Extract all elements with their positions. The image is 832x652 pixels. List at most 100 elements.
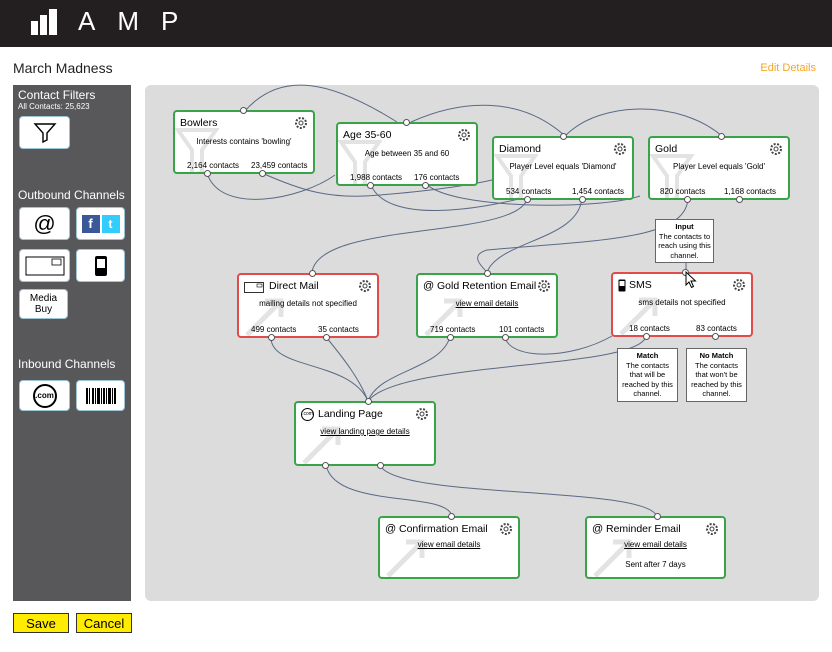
output-port[interactable] bbox=[204, 170, 211, 177]
gear-icon[interactable] bbox=[414, 406, 430, 422]
funnel-watermark-icon bbox=[494, 154, 539, 198]
input-port[interactable] bbox=[654, 513, 661, 520]
tooltip-title: No Match bbox=[699, 351, 734, 360]
at-icon: @ bbox=[423, 280, 435, 292]
node-confirmation-email[interactable]: @ Confirmation Email view email details bbox=[378, 516, 520, 579]
media-buy-button[interactable]: Media Buy bbox=[19, 289, 68, 319]
view-details-link[interactable]: view email details bbox=[417, 540, 481, 549]
arrow-watermark-icon bbox=[245, 298, 284, 336]
output-port[interactable] bbox=[502, 334, 509, 341]
all-contacts-count: All Contacts: 25,623 bbox=[18, 102, 90, 111]
gear-icon[interactable] bbox=[536, 278, 552, 294]
gear-icon[interactable] bbox=[293, 115, 309, 131]
output-port[interactable] bbox=[712, 333, 719, 340]
right-count: 176 contacts bbox=[414, 173, 460, 182]
gear-icon[interactable] bbox=[612, 141, 628, 157]
gear-icon[interactable] bbox=[704, 521, 720, 537]
gear-icon[interactable] bbox=[357, 278, 373, 294]
email-channel-button[interactable]: @ bbox=[19, 207, 70, 240]
node-sms[interactable]: SMS sms details not specified 18 contact… bbox=[611, 272, 753, 337]
sms-channel-button[interactable] bbox=[76, 249, 125, 282]
output-port[interactable] bbox=[579, 196, 586, 203]
input-port[interactable] bbox=[560, 133, 567, 140]
node-landing-page[interactable]: .com Landing Page view landing page deta… bbox=[294, 401, 436, 466]
node-diamond[interactable]: Diamond Player Level equals 'Diamond' 53… bbox=[492, 136, 634, 200]
node-gold[interactable]: Gold Player Level equals 'Gold' 820 cont… bbox=[648, 136, 790, 200]
input-port[interactable] bbox=[484, 270, 491, 277]
gear-icon[interactable] bbox=[768, 141, 784, 157]
right-count: 83 contacts bbox=[696, 324, 737, 333]
output-port[interactable] bbox=[259, 170, 266, 177]
facebook-icon: f bbox=[81, 214, 100, 233]
gear-icon[interactable] bbox=[498, 521, 514, 537]
node-title: Direct Mail bbox=[269, 280, 319, 292]
arrow-watermark-icon bbox=[619, 297, 658, 335]
barcode-channel-button[interactable] bbox=[76, 380, 125, 411]
gear-icon[interactable] bbox=[456, 127, 472, 143]
left-count: 18 contacts bbox=[629, 324, 670, 333]
web-com-icon: .com bbox=[301, 408, 314, 421]
view-details-link[interactable]: view email details bbox=[624, 540, 687, 549]
node-description: Player Level equals 'Gold' bbox=[673, 162, 765, 171]
arrow-watermark-icon bbox=[593, 539, 632, 577]
twitter-icon: t bbox=[101, 214, 120, 233]
node-title: SMS bbox=[629, 279, 652, 291]
tooltip-title: Match bbox=[636, 351, 659, 360]
save-button[interactable]: Save bbox=[13, 613, 69, 633]
at-icon: @ bbox=[592, 523, 604, 535]
right-count: 23,459 contacts bbox=[251, 161, 308, 170]
node-direct-mail[interactable]: Direct Mail mailing details not specifie… bbox=[237, 273, 379, 338]
node-age-35-60[interactable]: Age 35-60 Age between 35 and 60 1,988 co… bbox=[336, 122, 478, 186]
direct-mail-channel-button[interactable] bbox=[19, 249, 70, 282]
web-channel-button[interactable]: .com bbox=[19, 380, 70, 411]
left-count: 719 contacts bbox=[430, 325, 476, 334]
input-port[interactable] bbox=[309, 270, 316, 277]
node-gold-retention-email[interactable]: @ Gold Retention Email view email detail… bbox=[416, 273, 558, 338]
envelope-icon bbox=[244, 282, 264, 293]
logo-text: AMP bbox=[78, 6, 201, 36]
output-port[interactable] bbox=[322, 462, 329, 469]
input-port[interactable] bbox=[403, 119, 410, 126]
output-port[interactable] bbox=[377, 462, 384, 469]
barcode-icon bbox=[85, 387, 116, 404]
left-count: 820 contacts bbox=[660, 187, 706, 196]
node-title: Landing Page bbox=[318, 408, 383, 420]
node-description: Interests contains 'bowling' bbox=[196, 137, 292, 146]
output-port[interactable] bbox=[367, 182, 374, 189]
view-details-link[interactable]: view email details bbox=[455, 299, 519, 308]
arrow-watermark-icon bbox=[302, 426, 341, 464]
tooltip-body: The contacts to reach using this channel… bbox=[658, 231, 711, 260]
output-port[interactable] bbox=[323, 334, 330, 341]
node-title: Gold Retention Email bbox=[437, 280, 537, 292]
node-description: Age between 35 and 60 bbox=[364, 149, 450, 158]
output-port[interactable] bbox=[736, 196, 743, 203]
edit-details-link[interactable]: Edit Details bbox=[760, 62, 816, 74]
left-count: 534 contacts bbox=[506, 187, 552, 196]
node-reminder-email[interactable]: @ Reminder Email view email details Sent… bbox=[585, 516, 726, 579]
send-timing: Sent after 7 days bbox=[625, 560, 686, 569]
output-port[interactable] bbox=[643, 333, 650, 340]
node-title: Reminder Email bbox=[606, 523, 681, 535]
page-title: March Madness bbox=[13, 60, 113, 76]
output-port[interactable] bbox=[684, 196, 691, 203]
output-port[interactable] bbox=[524, 196, 531, 203]
input-port[interactable] bbox=[365, 398, 372, 405]
filter-button[interactable] bbox=[19, 116, 70, 149]
at-icon: @ bbox=[33, 210, 56, 236]
input-port[interactable] bbox=[240, 107, 247, 114]
social-channel-button[interactable]: f t bbox=[76, 207, 125, 240]
output-port[interactable] bbox=[447, 334, 454, 341]
cancel-button[interactable]: Cancel bbox=[76, 613, 132, 633]
sidebar: Contact Filters All Contacts: 25,623 Out… bbox=[13, 85, 131, 601]
left-count: 1,988 contacts bbox=[350, 173, 403, 182]
output-port[interactable] bbox=[268, 334, 275, 341]
funnel-watermark-icon bbox=[175, 128, 220, 172]
envelope-icon bbox=[25, 256, 64, 275]
output-port[interactable] bbox=[422, 182, 429, 189]
view-details-link[interactable]: view landing page details bbox=[320, 427, 410, 436]
node-title: Age 35-60 bbox=[343, 129, 392, 141]
gear-icon[interactable] bbox=[731, 277, 747, 293]
input-port[interactable] bbox=[448, 513, 455, 520]
node-bowlers[interactable]: Bowlers Interests contains 'bowling' 2,1… bbox=[173, 110, 315, 174]
input-port[interactable] bbox=[718, 133, 725, 140]
